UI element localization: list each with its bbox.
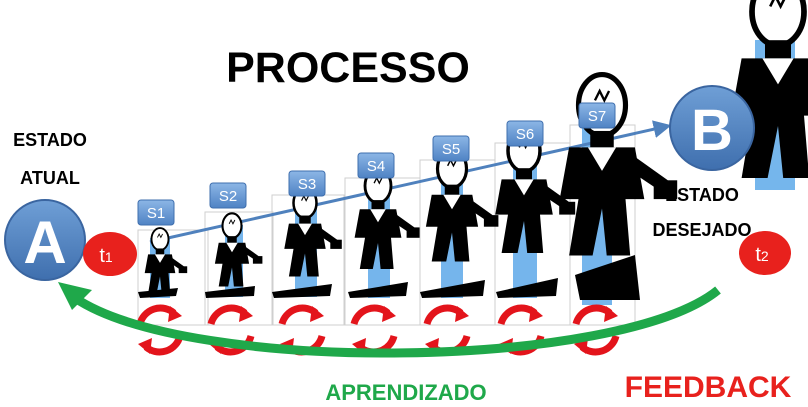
- time-t2-sub: 2: [761, 248, 769, 264]
- time-t2-badge: [739, 231, 791, 275]
- svg-text:t2: t2: [755, 244, 769, 266]
- time-t1-sub: 1: [105, 249, 113, 265]
- step-boxes: [137, 102, 616, 226]
- feedback-label: FEEDBACK: [625, 371, 792, 404]
- state-b-label-line1: ESTADO: [665, 185, 739, 205]
- state-b-label-line2: DESEJADO: [652, 220, 751, 240]
- step-box-s5: [432, 135, 470, 162]
- state-a-circle: [4, 199, 86, 281]
- state-a-letter: A: [23, 209, 66, 276]
- learning-arrow: [72, 286, 721, 358]
- time-t1-badge: [83, 232, 137, 276]
- learning-arrowhead: [58, 282, 92, 310]
- step-box-s6: [506, 120, 544, 147]
- ground-shadows: [138, 255, 640, 300]
- step-label: S7: [588, 108, 606, 125]
- page-title: PROCESSO: [226, 44, 470, 92]
- state-a-label-line2: ATUAL: [20, 168, 80, 188]
- step-label: S1: [147, 205, 165, 222]
- step-label: S6: [516, 126, 534, 143]
- step-label: S2: [219, 188, 237, 205]
- step-box-s7: [578, 102, 616, 129]
- step-box-s3: [288, 170, 326, 197]
- state-a-label-line1: ESTADO: [13, 130, 87, 150]
- time-t2-label: t: [755, 244, 761, 266]
- step-box-s1: [137, 199, 175, 226]
- step-box-s4: [357, 152, 395, 179]
- state-b-letter: B: [691, 98, 733, 163]
- time-t1-label: t: [99, 245, 105, 267]
- svg-text:t1: t1: [99, 245, 113, 267]
- step-label: S5: [442, 141, 460, 158]
- learning-label: APRENDIZADO: [325, 380, 486, 405]
- step-label: S3: [298, 176, 316, 193]
- step-box-s2: [209, 182, 247, 209]
- step-label: S4: [367, 158, 385, 175]
- state-b-circle: [669, 85, 755, 171]
